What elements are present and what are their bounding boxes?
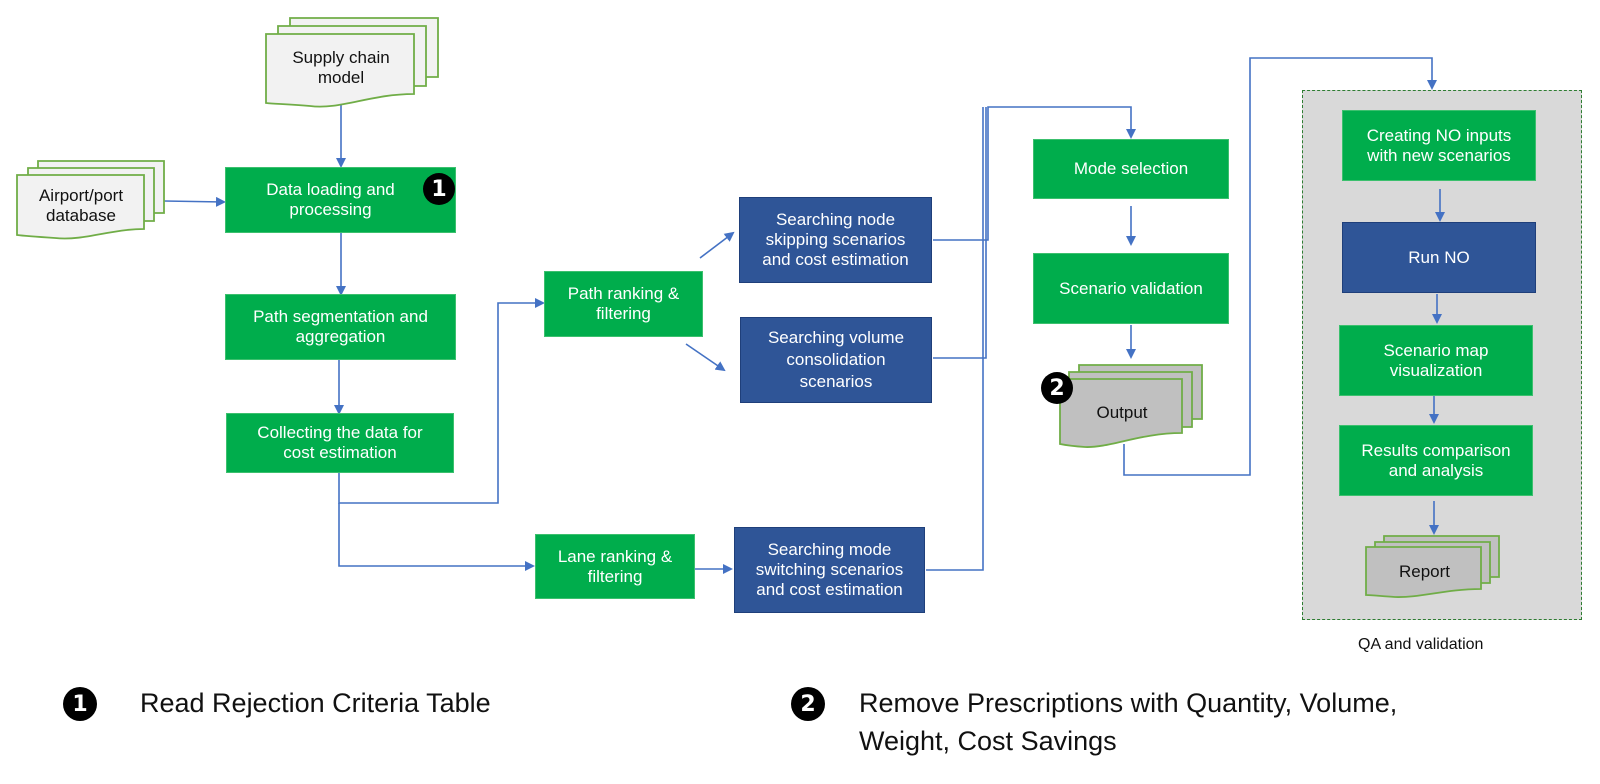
mode-selection-box[interactable]: Mode selection [1033, 139, 1229, 199]
path-ranking-box[interactable]: Path ranking & filtering [544, 271, 703, 337]
scenario-validation-label: Scenario validation [1059, 278, 1203, 298]
airport-port-database-label: Airport/port database [38, 186, 124, 225]
data-loading-label: Data loading and processing [266, 180, 395, 219]
node-skipping-label: Searching node skipping scenarios and co… [762, 210, 909, 269]
run-no-label: Run NO [1408, 247, 1470, 267]
arrow-output-to-qa [1123, 57, 1437, 476]
mode-switching-box[interactable]: Searching mode switching scenarios and c… [734, 527, 925, 613]
legend-text-1: Read Rejection Criteria Table [140, 688, 491, 718]
results-comparison-box[interactable]: Results comparison and analysis [1339, 425, 1533, 496]
arrow-airport-to-loading [163, 196, 226, 207]
volume-consolidation-label: Searching volume consolidation scenarios [767, 328, 905, 391]
supply-chain-model-label: Supply chain model [292, 48, 390, 87]
mode-switching-label: Searching mode switching scenarios and c… [755, 540, 904, 599]
output-label: Output [1096, 403, 1148, 422]
arrow-path-ranking-to-volume [685, 343, 726, 372]
airport-port-database-doc [16, 160, 165, 240]
path-segmentation-box[interactable]: Path segmentation and aggregation [225, 294, 456, 360]
run-no-box[interactable]: Run NO [1342, 222, 1536, 293]
badge-1: 1 [423, 173, 455, 205]
legend-text-2: Remove Prescriptions with Quantity, Volu… [859, 688, 1398, 756]
scenario-validation-box[interactable]: Scenario validation [1033, 253, 1229, 324]
path-ranking-label: Path ranking & filtering [567, 284, 680, 323]
lane-ranking-box[interactable]: Lane ranking & filtering [535, 534, 695, 599]
scenario-map-box[interactable]: Scenario map visualization [1339, 325, 1533, 396]
scenario-map-label: Scenario map visualization [1383, 340, 1489, 380]
collecting-data-label: Collecting the data for cost estimation [257, 423, 423, 462]
creating-no-inputs-box[interactable]: Creating NO inputs with new scenarios [1342, 110, 1536, 181]
arrow-collecting-to-path-ranking [338, 298, 545, 504]
arrow-collecting-to-lane-ranking [338, 503, 535, 571]
creating-no-inputs-label: Creating NO inputs with new scenarios [1366, 125, 1512, 165]
report-doc [1365, 535, 1500, 598]
legend-badge-2: 2 [791, 687, 825, 721]
data-loading-box[interactable]: Data loading and processing [225, 167, 456, 233]
arrow-path-ranking-to-node-skipping [699, 231, 735, 259]
collecting-data-box[interactable]: Collecting the data for cost estimation [226, 413, 454, 473]
lane-ranking-label: Lane ranking & filtering [557, 546, 673, 586]
supply-chain-model-doc [265, 17, 439, 108]
path-segmentation-label: Path segmentation and aggregation [253, 307, 428, 346]
output-doc [1059, 364, 1203, 448]
line-node-skipping-merge [933, 106, 1136, 241]
line-mode-switching-merge [926, 107, 984, 571]
mode-selection-label: Mode selection [1073, 159, 1189, 178]
badge-2: 2 [1041, 372, 1073, 404]
qa-validation-caption: QA and validation [1358, 636, 1484, 653]
legend-badge-1: 1 [63, 687, 97, 721]
results-comparison-label: Results comparison and analysis [1361, 440, 1511, 480]
line-volume-merge [933, 107, 987, 359]
node-skipping-box[interactable]: Searching node skipping scenarios and co… [739, 197, 932, 283]
volume-consolidation-box[interactable]: Searching volume consolidation scenarios [740, 317, 932, 403]
report-label: Report [1398, 562, 1451, 581]
